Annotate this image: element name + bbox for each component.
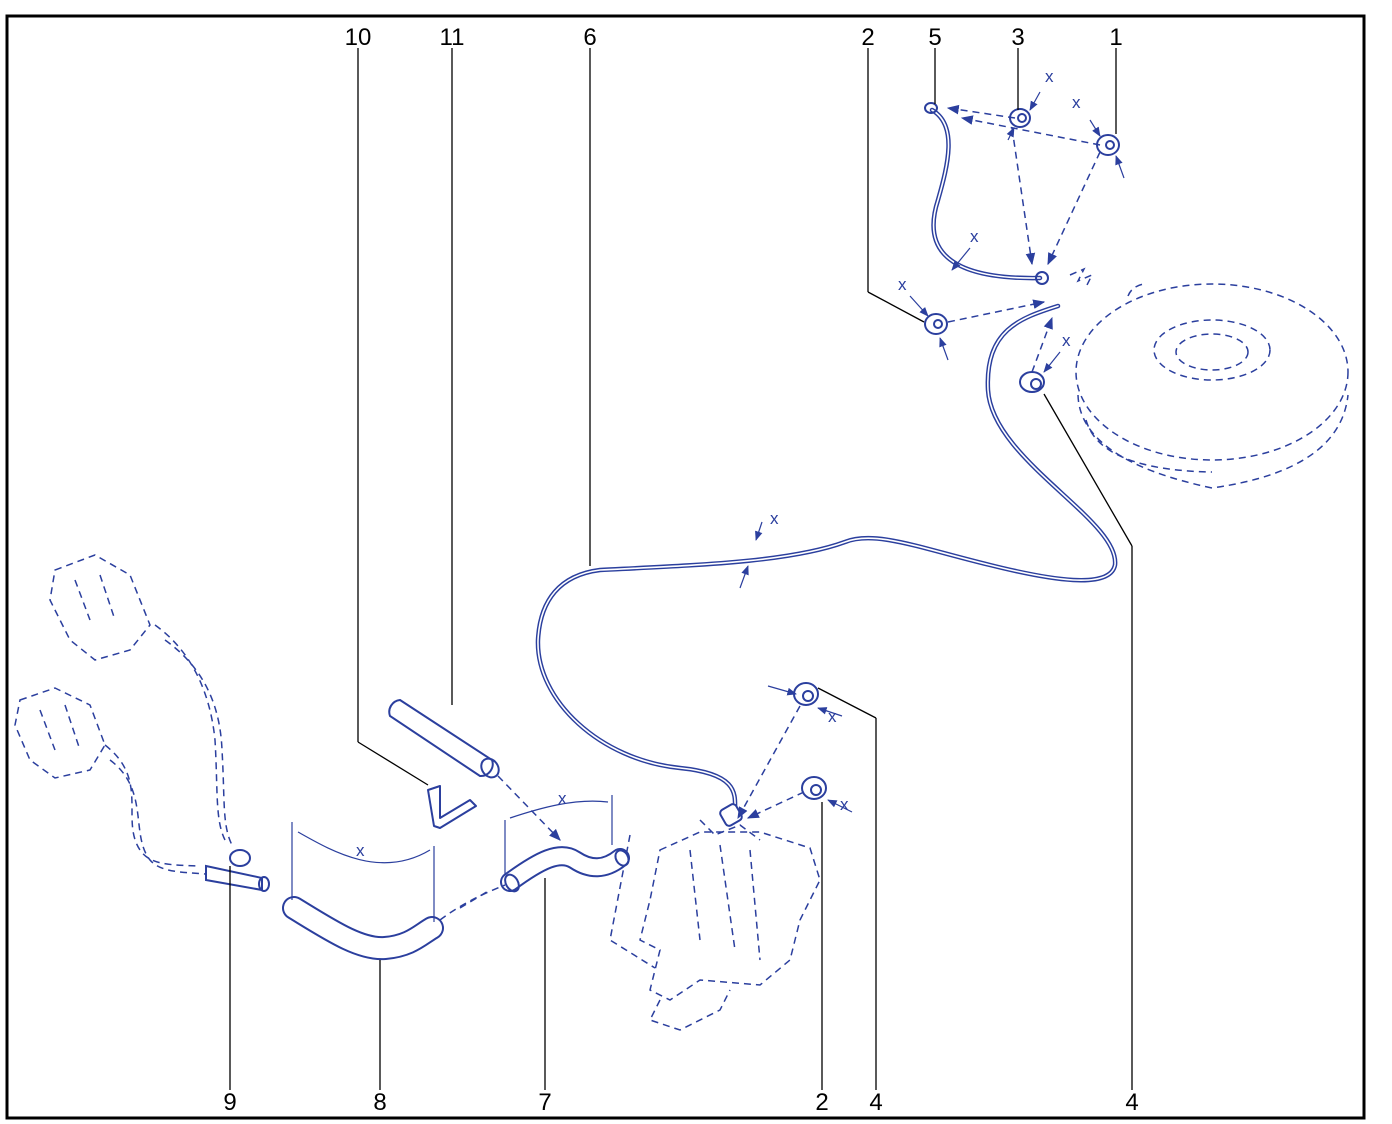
master-cylinder — [609, 803, 821, 1031]
main-brake-pipe: x — [535, 303, 1118, 815]
label-8: 8 — [373, 1089, 386, 1116]
assembly-lines-top — [946, 104, 1101, 373]
dim-x-4-lower: x — [828, 707, 837, 726]
union-fitting-2-lower — [801, 776, 827, 800]
label-9: 9 — [223, 1089, 236, 1116]
union-fitting-4-lower — [793, 682, 819, 706]
protective-sleeve — [388, 698, 561, 841]
dim-x-main-pipe: x — [770, 509, 779, 528]
dimension-marks-top: x x x x x — [898, 67, 1125, 373]
union-fitting-2-top — [924, 313, 948, 335]
dim-x-hose-8: x — [356, 841, 365, 860]
hose-7: x — [459, 789, 630, 909]
dim-x-1: x — [1072, 93, 1081, 112]
union-fitting-1 — [1096, 134, 1120, 156]
caliper-lower — [14, 687, 206, 875]
diagram-frame — [5, 14, 1366, 1120]
dim-x-2: x — [898, 275, 907, 294]
upper-brake-pipe — [924, 102, 1049, 285]
dim-x-2-lower: x — [840, 795, 849, 814]
t-connector — [205, 849, 270, 892]
label-4-bottom-right: 4 — [1125, 1089, 1138, 1116]
dim-x-3: x — [1045, 67, 1054, 86]
caliper-upper — [49, 554, 233, 846]
union-fitting-4-top — [1019, 371, 1045, 393]
label-1: 1 — [1109, 24, 1122, 51]
dim-x-pipe: x — [970, 227, 979, 246]
label-10: 10 — [345, 24, 372, 51]
leader-lines — [229, 48, 1133, 1090]
reservoir-tank — [1069, 267, 1349, 489]
hose-8: x — [282, 822, 506, 961]
label-2-top: 2 — [861, 24, 874, 51]
label-5: 5 — [928, 24, 941, 51]
label-3: 3 — [1011, 24, 1024, 51]
callout-labels: 10 11 6 2 5 3 1 9 8 7 2 4 4 — [223, 24, 1138, 1116]
label-11: 11 — [440, 24, 465, 51]
hose-bracket — [427, 785, 477, 829]
label-2-bottom: 2 — [815, 1089, 828, 1116]
assembly-lines-lower: x x — [737, 685, 853, 820]
label-6: 6 — [583, 24, 596, 51]
label-4-bottom-left: 4 — [869, 1089, 882, 1116]
dim-x-hose-7: x — [558, 789, 567, 808]
label-7: 7 — [538, 1089, 551, 1116]
dim-x-4: x — [1062, 331, 1071, 350]
